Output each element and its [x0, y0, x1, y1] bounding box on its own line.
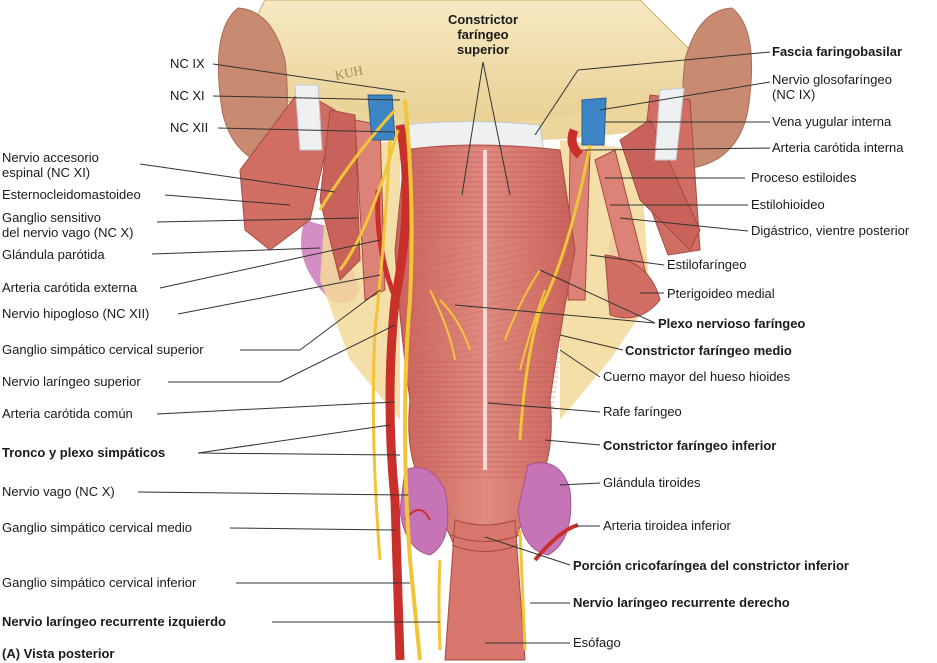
skull-mark: KUH — [334, 62, 365, 83]
leader-lines — [137, 51, 771, 644]
label-pharyngeal-plexus: Plexo nervioso faríngeo — [658, 316, 806, 331]
label-hypoglossal-nerve: Nervio hipogloso (NC XII) — [2, 306, 150, 321]
right-thyroid-lobe — [517, 462, 572, 556]
label-left-recurrent-laryngeal: Nervio laríngeo recurrente izquierdo — [2, 614, 226, 629]
label-superior-cervical-ganglion: Ganglio simpático cervical superior — [2, 342, 204, 357]
right-digastric — [619, 119, 701, 251]
label-greater-horn-hyoid: Cuerno mayor del hueso hioides — [603, 369, 791, 384]
right-internal-carotid — [567, 128, 584, 159]
label-accessory-nerve: Nervio accesorio espinal (NC XI) — [2, 150, 99, 180]
label-parotid-gland: Glándula parótida — [2, 247, 105, 262]
label-stylohyoid: Estilohioideo — [751, 197, 825, 212]
left-pharyngeal-plexus — [429, 289, 471, 361]
right-pterygoid — [604, 254, 661, 319]
label-stylopharyngeus: Estilofaríngeo — [667, 257, 747, 272]
right-pharyngeal-plexus — [504, 269, 546, 371]
label-right-recurrent-laryngeal: Nervio laríngeo recurrente derecho — [573, 595, 790, 610]
left-sympathetic-trunk — [371, 139, 392, 561]
left-external-carotid — [375, 189, 399, 301]
left-vagus-nerve — [403, 99, 422, 661]
right-jugular-vein — [581, 97, 607, 146]
label-middle-cervical-ganglion: Ganglio simpático cervical medio — [2, 520, 193, 535]
label-nc-xi: NC XI — [170, 88, 205, 103]
label-thyroid-gland: Glándula tiroides — [603, 475, 701, 490]
left-digastric — [319, 109, 361, 281]
label-sternocleidomastoid: Esternocleidomastoideo — [2, 187, 141, 202]
label-vagus-nerve: Nervio vago (NC X) — [2, 484, 115, 499]
right-styloid-tendon — [654, 87, 685, 161]
label-styloid-process: Proceso estiloides — [751, 170, 857, 185]
label-sympathetic-trunk: Tronco y plexo simpáticos — [2, 445, 166, 460]
label-inferior-thyroid-artery: Arteria tiroidea inferior — [603, 518, 731, 533]
label-external-carotid: Arteria carótida externa — [2, 280, 138, 295]
label-pharyngobasilar-fascia: Fascia faringobasilar — [772, 44, 903, 59]
label-inferior-constrictor: Constrictor faríngeo inferior — [603, 438, 777, 453]
right-recurrent-laryngeal — [518, 529, 527, 651]
label-nc-xii: NC XII — [170, 120, 209, 135]
label-inferior-cervical-ganglion: Ganglio simpático cervical inferior — [2, 575, 197, 590]
label-internal-carotid: Arteria carótida interna — [772, 140, 904, 155]
right-glossopharyngeal — [518, 144, 592, 441]
label-middle-constrictor: Constrictor faríngeo medio — [625, 343, 792, 358]
label-esophagus: Esófago — [573, 635, 621, 650]
label-superior-constrictor: Constrictor faríngeo superior — [447, 12, 519, 57]
left-recurrent-laryngeal — [437, 559, 442, 651]
label-nc-ix: NC IX — [170, 56, 205, 71]
label-internal-jugular-vein: Vena yugular interna — [772, 114, 892, 129]
left-styloid-tendon — [294, 84, 323, 151]
label-pharyngeal-raphe: Rafe faríngeo — [603, 404, 682, 419]
cricopharyngeus-fibers — [449, 534, 521, 542]
label-cricopharyngeus: Porción cricofaríngea del constrictor in… — [573, 558, 849, 573]
left-jugular-vein — [367, 94, 396, 141]
label-common-carotid: Arteria carótida común — [2, 406, 133, 421]
label-glossopharyngeal-nerve: Nervio glosofaríngeo (NC IX) — [772, 72, 892, 102]
label-superior-laryngeal-nerve: Nervio laríngeo superior — [2, 374, 141, 389]
figure-caption: (A) Vista posterior — [2, 646, 115, 661]
label-medial-pterygoid: Pterigoideo medial — [667, 286, 775, 301]
label-vagus-sensory-ganglion: Ganglio sensitivo del nervio vago (NC X) — [2, 210, 134, 240]
label-digastric: Digástrico, vientre posterior — [751, 223, 910, 238]
left-accessory-nerve — [318, 108, 397, 211]
left-hypoglossal-nerve — [338, 129, 400, 271]
